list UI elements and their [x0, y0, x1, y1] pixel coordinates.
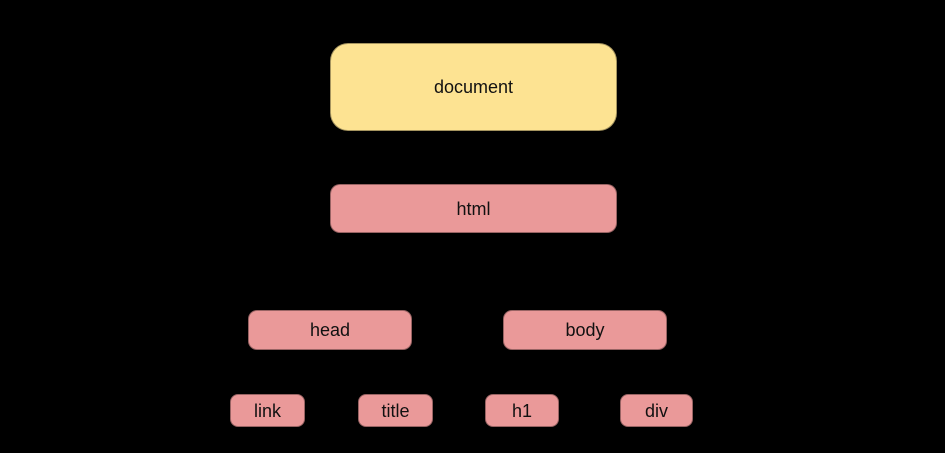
node-document: document [330, 43, 617, 131]
node-link: link [230, 394, 305, 427]
node-title-label: title [381, 400, 410, 421]
node-body: body [503, 310, 667, 350]
node-document-label: document [433, 77, 514, 97]
node-h1-label: h1 [511, 400, 533, 421]
node-html: html [330, 184, 617, 233]
node-body-label: body [565, 320, 605, 340]
node-head-label: head [309, 320, 351, 340]
node-h1: h1 [485, 394, 559, 427]
node-html-label: html [456, 198, 491, 219]
node-div-label: div [644, 400, 668, 421]
node-title: title [358, 394, 433, 427]
node-div: div [620, 394, 693, 427]
node-head: head [248, 310, 412, 350]
node-link-label: link [253, 400, 281, 421]
